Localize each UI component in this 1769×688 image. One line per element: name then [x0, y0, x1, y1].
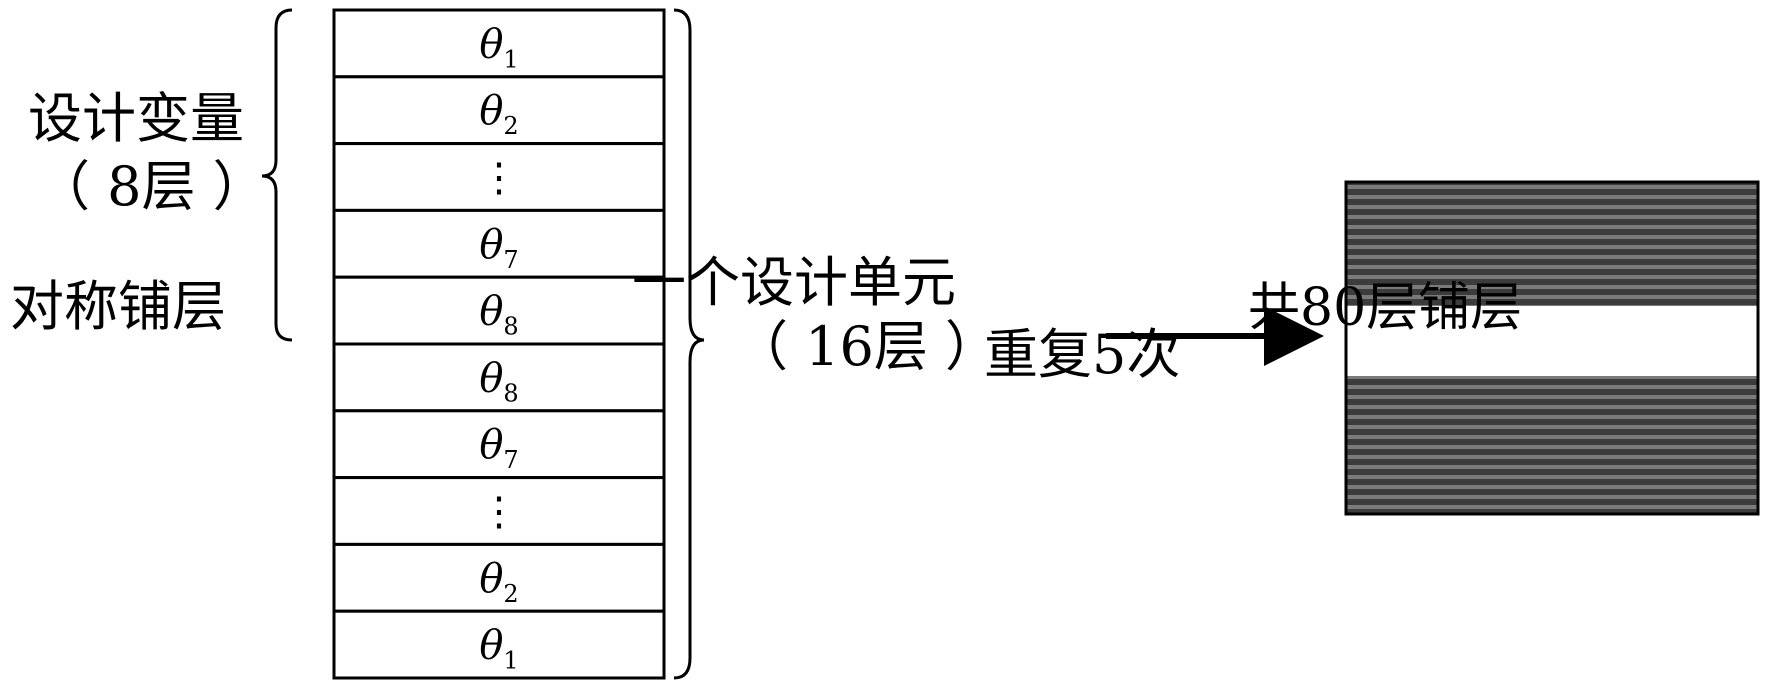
layer-cell — [332, 142, 666, 212]
laminate-block — [1344, 180, 1760, 516]
design-variables-count-label: （ 8层 ） — [36, 155, 267, 218]
design-unit-brace — [673, 8, 705, 680]
layer-cell — [332, 75, 666, 146]
design-variables-label: 设计变量 — [28, 87, 244, 150]
design-variables-brace — [261, 8, 293, 342]
layer-angle-label: θ1 — [479, 623, 518, 675]
repeat-label: 重复5次 — [984, 323, 1181, 386]
laminate-bottom-stripes — [1346, 376, 1758, 514]
layer-cell — [332, 208, 666, 279]
layer-angle-label: θ2 — [479, 556, 518, 608]
laminate-middle-band — [1346, 306, 1758, 376]
layer-cell — [332, 476, 666, 546]
symmetric-layup-label: 对称铺层 — [10, 275, 226, 338]
layer-angle-label: ⋮ — [479, 155, 519, 201]
layer-cell — [332, 8, 666, 79]
laminate-border — [1344, 180, 1760, 516]
layer-angle-label: θ7 — [479, 222, 518, 274]
layer-cell — [332, 609, 666, 680]
layer-cell — [332, 542, 666, 613]
design-unit-label: 一个设计单元 — [632, 251, 956, 314]
layer-cell — [332, 409, 666, 480]
layer-angle-label: θ2 — [479, 88, 518, 140]
design-unit-count-label: （ 16层 ） — [734, 315, 1000, 378]
laminate-top-stripes — [1346, 182, 1758, 306]
layer-angle-label: θ7 — [479, 422, 518, 474]
layer-angle-label: ⋮ — [479, 489, 519, 535]
layer-angle-label: θ8 — [479, 355, 518, 407]
layer-stack: θ1 θ2 ⋮ θ7 θ8 θ8 θ7 ⋮ θ2 θ1 — [332, 8, 666, 680]
total-layers-label: 共80层铺层 — [1248, 278, 1523, 338]
layer-angle-label: θ1 — [479, 21, 518, 73]
layer-cell — [332, 342, 666, 413]
layer-cell — [332, 275, 666, 346]
layer-angle-label: θ8 — [479, 289, 518, 341]
